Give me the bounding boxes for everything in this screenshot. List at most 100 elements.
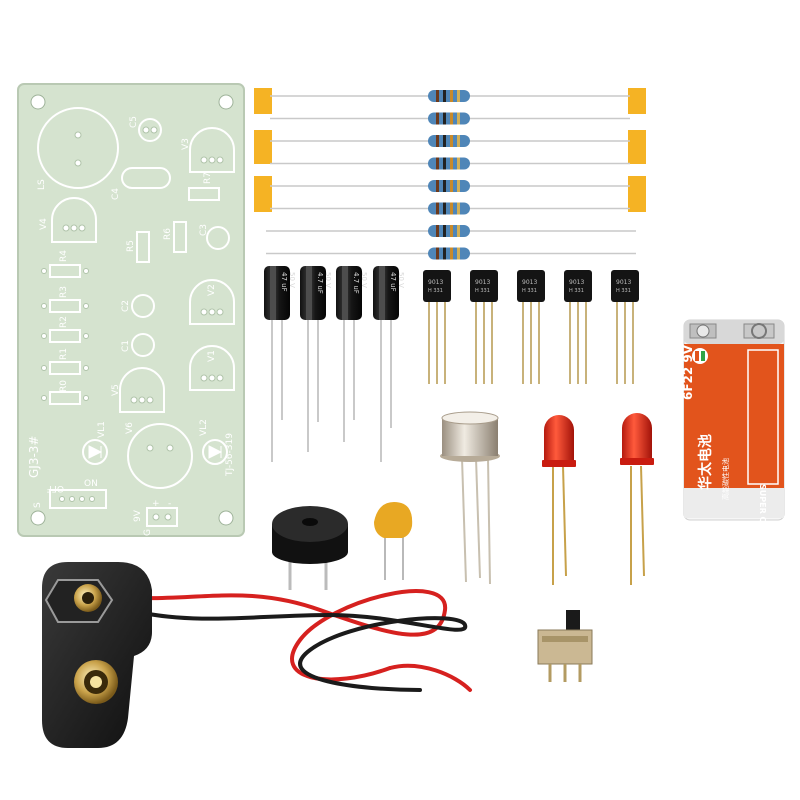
label-9v: 9V (133, 509, 143, 522)
cap-2-voltage: 50 V (324, 272, 332, 288)
resistor-band (457, 247, 460, 260)
capacitor-4: 47 uF 50 V (373, 266, 405, 320)
capacitor-1: 47 uF 50 V (264, 266, 296, 320)
battery-logo (692, 348, 708, 364)
resistor-band (443, 225, 446, 237)
label-c5: C5 (129, 116, 139, 128)
transistors: 9013 H 331 9013 H 331 9013 H 331 9013 H … (423, 270, 639, 384)
label-vl1: VL1 (97, 421, 107, 438)
transistor-4: 9013 H 331 (564, 270, 592, 302)
transistor-1: 9013 H 331 (423, 270, 451, 302)
transistor-1-code: 9013 (428, 279, 443, 286)
resistor-band (457, 180, 460, 192)
transistor-4-sub: H 331 (569, 288, 584, 294)
label-r5: R5 (126, 240, 136, 252)
battery-model: 6F22 9V (681, 344, 695, 400)
label-v3: V3 (181, 138, 191, 150)
resistor-band (450, 202, 453, 215)
cap-2-value: 4.7 uF (316, 272, 324, 294)
led-2 (620, 413, 654, 585)
resistor-band (443, 135, 446, 147)
cap-4-voltage: 50 V (397, 272, 405, 288)
resistor-band (436, 157, 439, 170)
transistor-3-code: 9013 (522, 279, 537, 286)
resistor (428, 112, 470, 125)
resistor-band (436, 180, 439, 192)
battery-subtext: 高能碳性电池 (721, 458, 730, 500)
resistor-band (443, 90, 446, 102)
label-vl2: VL2 (199, 419, 209, 436)
label-v6: V6 (125, 422, 135, 434)
label-r0: R0 (59, 380, 69, 392)
resistor-band (450, 180, 453, 192)
transistor-2: 9013 H 331 (470, 270, 498, 302)
resistor-band (436, 90, 439, 102)
label-v2: V2 (207, 284, 217, 296)
resistor-band (443, 247, 446, 260)
label-minus: - (168, 499, 171, 509)
label-r7: R7 (203, 172, 213, 184)
resistor-band (443, 202, 446, 215)
capacitor-3: 4.7 uF 50 V (336, 266, 368, 320)
resistor-band (457, 135, 460, 147)
cap-1-value: 47 uF (280, 272, 288, 292)
metal-can-transistor (440, 411, 500, 585)
label-r2: R2 (59, 316, 69, 328)
resistor (428, 180, 470, 192)
battery-9v: 6F22 9V 华太电池 高能碳性电池 SUPER QUALITY BATTER… (681, 319, 785, 598)
cap-3-voltage: 50 V (360, 272, 368, 288)
resistor (428, 90, 470, 102)
transistor-5-sub: H 331 (616, 288, 631, 294)
resistor-band (436, 225, 439, 237)
battery-tagline: SUPER QUALITY BATTERY (758, 484, 767, 598)
label-v1: V1 (207, 350, 217, 362)
transistor-3: 9013 H 331 (517, 270, 545, 302)
label-c2: C2 (121, 300, 131, 312)
slide-switch (537, 610, 593, 682)
battery-terminals (684, 320, 784, 344)
transistor-3-sub: H 331 (522, 288, 537, 294)
transistor-1-sub: H 331 (428, 288, 443, 294)
transistor-2-code: 9013 (475, 279, 490, 286)
resistor-band (457, 157, 460, 170)
electrolytic-capacitors: 47 uF 50 V 4.7 uF 50 V 4.7 uF 50 V 47 uF… (264, 266, 405, 462)
label-g: G (143, 529, 153, 536)
resistor-band (436, 247, 439, 260)
resistor-band (450, 112, 453, 125)
label-s: S (33, 502, 43, 508)
battery-brand: 华太电池 (697, 434, 714, 490)
resistor-band (450, 157, 453, 170)
label-v5: V5 (111, 384, 121, 396)
label-r1: R1 (59, 348, 69, 360)
ceramic-capacitor (374, 502, 413, 580)
label-r4: R4 (59, 250, 69, 262)
resistor (428, 202, 470, 215)
resistor (428, 135, 470, 147)
transistor-5: 9013 H 331 (611, 270, 639, 302)
label-plus: + (152, 499, 160, 509)
resistor-band (457, 202, 460, 215)
label-c1: C1 (121, 340, 131, 352)
resistor-band (436, 112, 439, 125)
cap-4-value: 47 uF (389, 272, 397, 292)
resistor-band (443, 180, 446, 192)
transistor-4-code: 9013 (569, 279, 584, 286)
buzzer (272, 506, 348, 590)
resistor-band (443, 157, 446, 170)
capacitor-2: 4.7 uF 50 V (300, 266, 332, 320)
resistor (428, 225, 470, 237)
resistor-band (443, 112, 446, 125)
pcb-board: LS C5 V3 C4 R7 V4 R6 C3 R5 R4 R3 C2 V2 R… (17, 83, 245, 537)
resistor-band (450, 225, 453, 237)
resistor-band (457, 112, 460, 125)
label-r6: R6 (163, 228, 173, 240)
led-1 (542, 415, 576, 585)
board-serial: TJ-56-319 (225, 433, 235, 477)
resistor (428, 247, 470, 260)
transistor-2-sub: H 331 (475, 288, 490, 294)
resistor-band (457, 90, 460, 102)
label-c4: C4 (111, 188, 121, 200)
resistor-band (457, 225, 460, 237)
transistor-5-code: 9013 (616, 279, 631, 286)
